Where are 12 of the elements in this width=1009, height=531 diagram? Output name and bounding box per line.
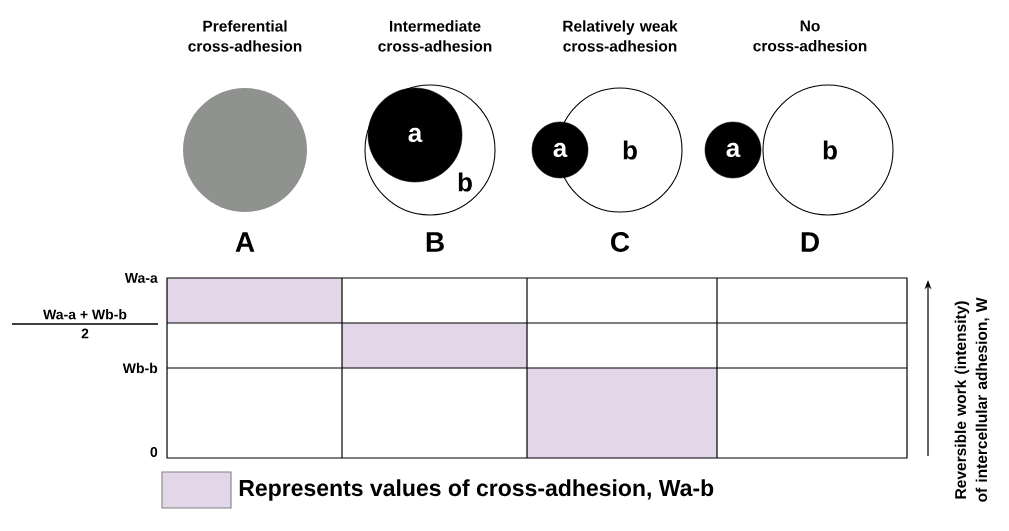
heading: Relatively weak cross-adhesion: [563, 20, 678, 52]
panel-letter: B: [426, 232, 444, 252]
fraction-numerator: Wa-a + Wb-b: [43, 309, 127, 320]
panel-letter: C: [611, 232, 630, 252]
tick-label: Wa-a: [124, 273, 158, 283]
legend-text: Represents values of cross-adhesion, Wa-b: [239, 479, 714, 501]
tick-label: 0: [150, 447, 158, 457]
tick-label: Wb-b: [122, 362, 158, 374]
fraction-denominator: 2: [81, 328, 89, 339]
filled-circle: [183, 88, 307, 212]
axis-title: Reversible work (intensity) of intercellular adhesion, W: [954, 297, 990, 502]
panel-letter: D: [801, 232, 819, 252]
